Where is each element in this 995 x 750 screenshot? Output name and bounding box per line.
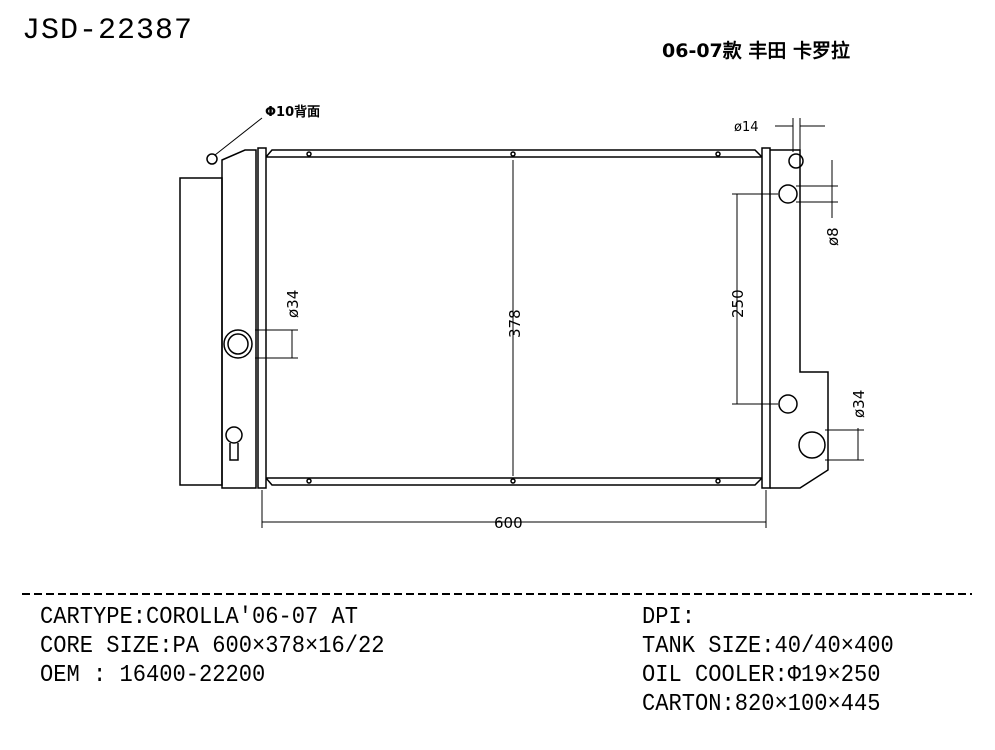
spec-cartype: CARTYPE:COROLLA'06-07 AT	[40, 604, 359, 631]
left-tank	[221, 149, 257, 489]
inlet-pipe	[223, 329, 253, 359]
filler-cap	[788, 153, 804, 169]
spec-oem: OEM : 16400-22200	[40, 662, 266, 689]
dim-oil-spacing: 250	[729, 289, 747, 318]
dim-height: 378	[506, 309, 524, 338]
bottom-rail	[265, 477, 763, 486]
dim-outlet: ø34	[850, 390, 868, 418]
spec-core-size: CORE SIZE:PA 600×378×16/22	[40, 633, 385, 660]
mount-note: Φ10背面	[265, 104, 320, 120]
oil-fitting-bottom	[778, 394, 798, 414]
specs-right: DPI: TANK SIZE:40/40×400 OIL COOLER:Φ19×…	[642, 603, 894, 719]
oil-fitting-top	[778, 184, 798, 204]
left-shroud	[179, 177, 223, 486]
right-tank	[770, 149, 829, 489]
drain-plug	[225, 426, 243, 461]
specs-left: CARTYPE:COROLLA'06-07 AT CORE SIZE:PA 60…	[40, 603, 385, 690]
dim-cap: ø14	[734, 120, 759, 135]
spec-dpi: DPI:	[642, 604, 696, 631]
outlet-pipe	[798, 431, 826, 459]
dim-oil-fitting: ø8	[824, 227, 842, 246]
spec-carton: CARTON:820×100×445	[642, 691, 881, 718]
mount-hole	[206, 153, 218, 165]
spec-oil-cooler: OIL COOLER:Φ19×250	[642, 662, 881, 689]
model-title: 06-07款 丰田 卡罗拉	[662, 40, 850, 62]
dim-inlet: ø34	[284, 290, 302, 318]
top-rail	[265, 149, 763, 158]
dim-width: 600	[494, 514, 523, 532]
part-code: JSD-22387	[22, 14, 194, 48]
core	[257, 147, 267, 489]
spec-tank-size: TANK SIZE:40/40×400	[642, 633, 894, 660]
